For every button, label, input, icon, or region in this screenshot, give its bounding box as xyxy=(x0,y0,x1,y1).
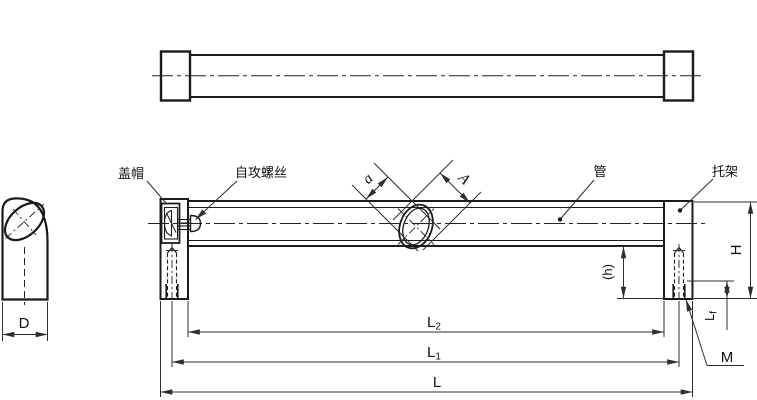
top-view xyxy=(152,50,704,102)
Lf-dimension-label: Lf xyxy=(702,311,720,321)
L1-dimension-label: L1 xyxy=(427,344,441,363)
Lf-main: L xyxy=(702,314,717,321)
screw-label: 自攻螺丝 xyxy=(235,165,287,180)
L1-main: L xyxy=(427,344,435,361)
oblique-section: a A xyxy=(351,159,482,252)
a-dimension-label: a xyxy=(360,171,377,188)
end-view-hole-axis-major xyxy=(5,203,45,239)
right-bracket xyxy=(663,200,694,300)
L2-sub: 2 xyxy=(435,322,441,333)
h-dimension-label: (h) xyxy=(600,264,615,280)
cap-leader xyxy=(146,180,167,204)
Lf-sub: f xyxy=(709,311,720,314)
right-dimensions: H (h) Lf M xyxy=(600,201,757,366)
section-inner-circle xyxy=(402,207,430,246)
bracket-label: 托架 xyxy=(712,164,738,179)
A-dimension-line xyxy=(439,172,471,204)
screw-head-hatch xyxy=(166,212,177,233)
H-dimension-label: H xyxy=(728,245,745,256)
cap-and-screw-detail xyxy=(160,202,202,244)
L2-dimension-label: L2 xyxy=(427,314,441,333)
A-dimension-label: A xyxy=(454,170,473,189)
bracket-leader xyxy=(679,178,714,211)
bottom-dimensions: L2 L1 L xyxy=(160,301,693,397)
part-labels: 盖帽 自攻螺丝 管 托架 xyxy=(118,164,738,222)
cap-label: 盖帽 xyxy=(118,166,144,181)
a-dimension-line xyxy=(365,176,389,200)
a-extension-1 xyxy=(351,184,419,252)
M-thread-label: M xyxy=(721,349,734,366)
L1-sub: 1 xyxy=(435,352,441,363)
right-tapped-hole xyxy=(672,244,686,301)
A-extension-2 xyxy=(422,191,482,251)
L-dimension-label: L xyxy=(433,374,441,391)
front-view: a A xyxy=(148,159,706,301)
end-view: D xyxy=(1,197,49,341)
M-leader xyxy=(685,299,708,366)
A-extension-1 xyxy=(392,159,454,221)
tube-leader xyxy=(559,179,595,220)
bracket-leader-dot xyxy=(677,208,683,213)
L2-main: L xyxy=(427,314,435,331)
end-view-hole-axis-minor xyxy=(12,208,37,236)
tube-label: 管 xyxy=(593,164,606,179)
section-outer-circle xyxy=(398,203,434,250)
D-dimension-label: D xyxy=(19,315,30,332)
tube-leader-dot xyxy=(557,217,563,222)
screw-leader xyxy=(195,180,238,220)
left-tapped-hole xyxy=(165,244,179,301)
